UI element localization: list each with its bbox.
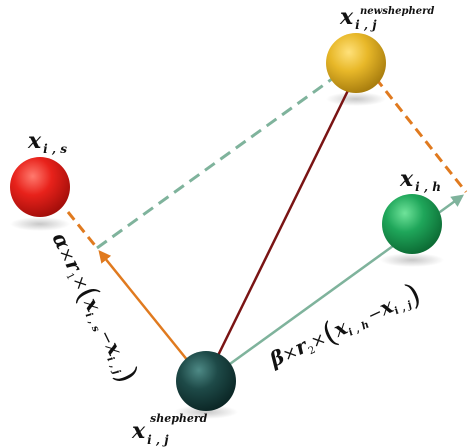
beta-formula: β×r2×(xi , h−xi , j) (263, 277, 426, 378)
alpha-formula: α×r1×(xi , s−xi , j) (42, 226, 146, 389)
red-node-shadow (10, 217, 70, 231)
shepherd-node (176, 351, 236, 411)
svg-text:α×r1×(xi , s−xi , j): α×r1×(xi , s−xi , j) (42, 226, 145, 388)
new-shepherd-node (326, 33, 386, 93)
teal-node-shadow (174, 405, 238, 419)
sheep-s-node (10, 157, 70, 217)
svg-text:β×r2×(xi , h−xi , j): β×r2×(xi , h−xi , j) (263, 277, 426, 378)
resultant-vector-arrow (203, 63, 362, 383)
green-node-shadow (380, 253, 444, 267)
sheep-h-node (382, 194, 442, 254)
yellow-node-shadow (326, 92, 386, 106)
shepherd-superscript: shepherd (150, 412, 208, 425)
dashed-line-orange-right (364, 65, 468, 193)
dashed-line-alpha-to-new (96, 64, 351, 250)
new-shepherd-superscript: newshepherd (360, 6, 434, 17)
dashed-line-orange-left (66, 211, 99, 249)
